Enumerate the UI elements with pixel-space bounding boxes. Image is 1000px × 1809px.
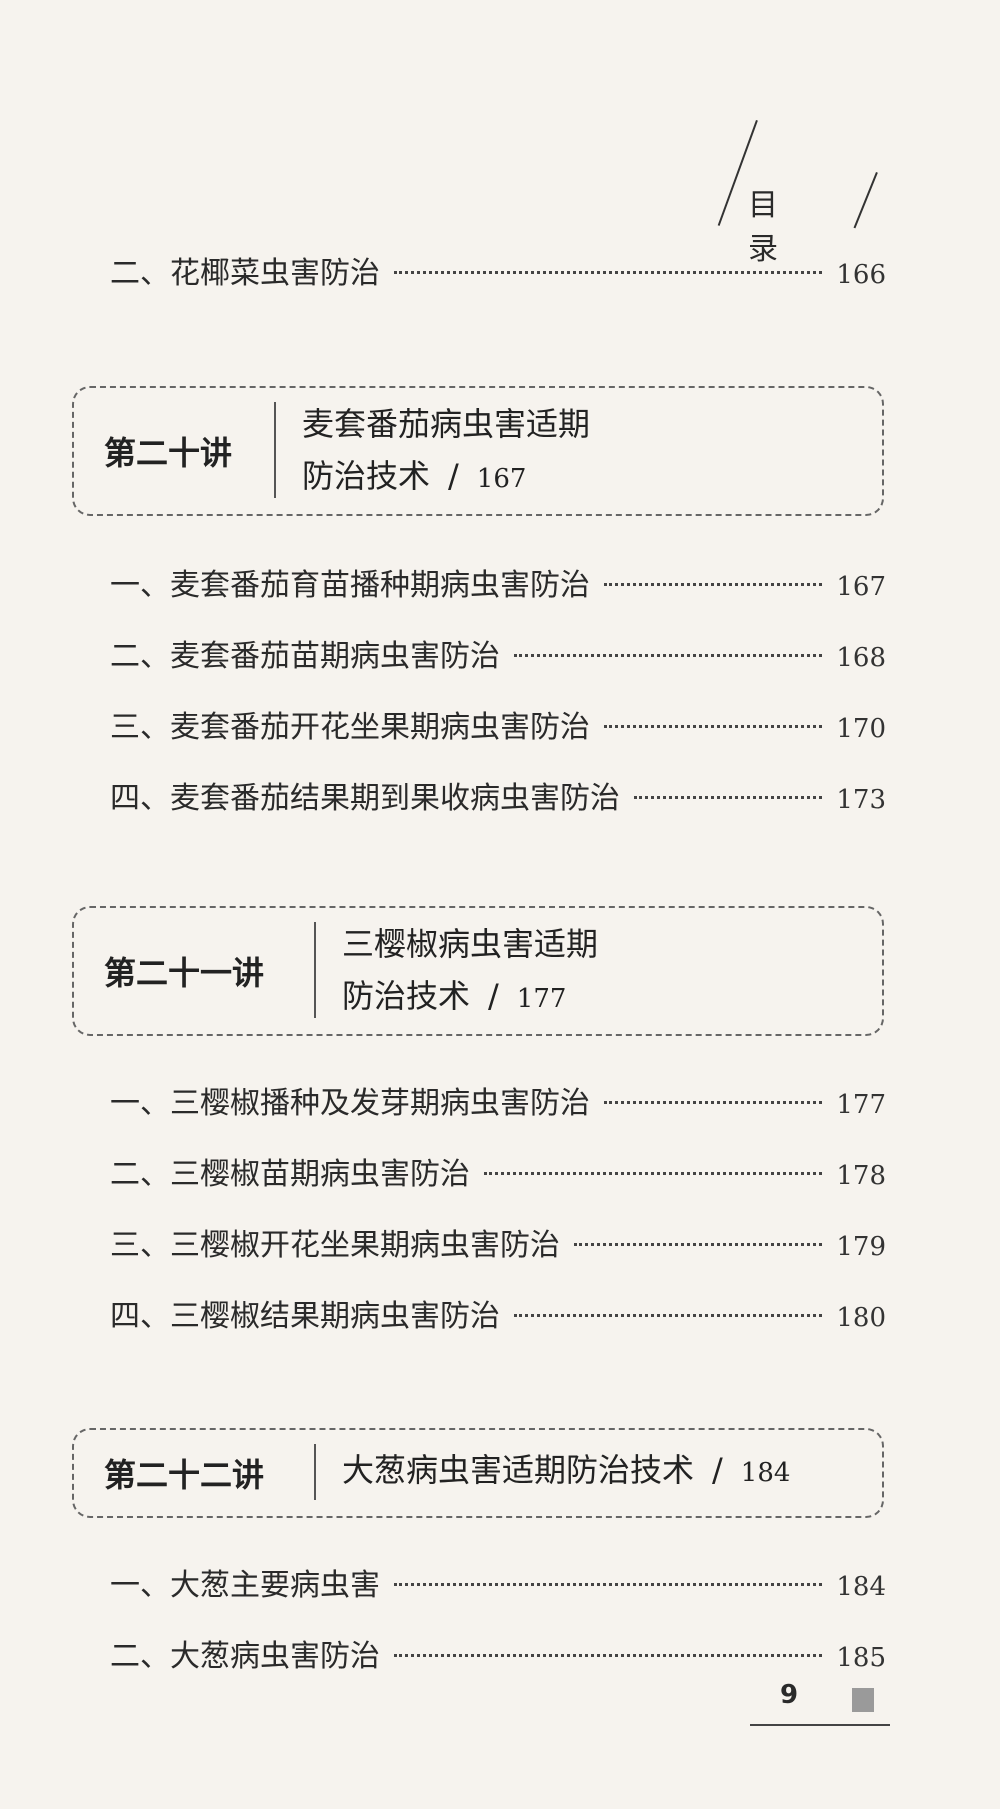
chapter-heading-20[interactable]: 第二十讲 麦套番茄病虫害适期 防治技术 / 167: [72, 386, 884, 516]
toc-entry[interactable]: 一、三樱椒播种及发芽期病虫害防治 177: [110, 1078, 886, 1124]
chapter-divider: [314, 922, 316, 1018]
entry-label: 二、大葱病虫害防治: [110, 1639, 380, 1674]
chapter-separator: /: [488, 977, 499, 1015]
dot-leader: [484, 1171, 823, 1175]
toc-entry[interactable]: 二、三樱椒苗期病虫害防治 178: [110, 1149, 886, 1195]
toc-entry[interactable]: 一、麦套番茄育苗播种期病虫害防治 167: [110, 560, 886, 606]
entry-label: 一、三樱椒播种及发芽期病虫害防治: [110, 1086, 590, 1121]
chapter-title-line: 大葱病虫害适期防治技术 / 184: [342, 1444, 790, 1499]
chapter-separator: /: [712, 1451, 723, 1489]
chapter-page: 184: [740, 1458, 791, 1488]
toc-entry[interactable]: 四、麦套番茄结果期到果收病虫害防治 173: [110, 773, 886, 819]
toc-entry[interactable]: 一、大葱主要病虫害 184: [110, 1560, 886, 1606]
entry-page: 167: [836, 572, 886, 602]
entry-page: 179: [836, 1232, 886, 1262]
entry-label: 二、麦套番茄苗期病虫害防治: [110, 639, 500, 674]
entry-page: 178: [836, 1161, 886, 1191]
chapter-number: 第二十二讲: [104, 1456, 265, 1494]
chapter-number: 第二十一讲: [104, 954, 265, 992]
chapter-title-line1: 三樱椒病虫害适期: [342, 925, 599, 963]
toc-entry[interactable]: 二、大葱病虫害防治 185: [110, 1631, 886, 1677]
chapter-page: 167: [476, 464, 527, 494]
dot-leader: [604, 582, 823, 586]
entry-label: 一、麦套番茄育苗播种期病虫害防治: [110, 568, 590, 603]
running-header: 目 录: [700, 120, 890, 267]
toc-entry[interactable]: 二、麦套番茄苗期病虫害防治 168: [110, 631, 886, 677]
chapter-title-line2-text: 防治技术: [302, 457, 431, 495]
dot-leader: [634, 795, 823, 799]
page-number: 9: [780, 1680, 799, 1710]
entry-page: 173: [836, 785, 886, 815]
chapter-title: 麦套番茄病虫害适期 防治技术 / 167: [302, 398, 590, 505]
footer-marker: [852, 1688, 874, 1712]
toc-entry[interactable]: 二、花椰菜虫害防治 166: [110, 248, 886, 294]
chapter-title: 大葱病虫害适期防治技术 / 184: [342, 1444, 790, 1499]
dot-leader: [394, 1653, 823, 1657]
dot-leader: [514, 1313, 823, 1317]
entry-label: 二、三樱椒苗期病虫害防治: [110, 1157, 470, 1192]
dot-leader: [394, 270, 823, 274]
dot-leader: [604, 724, 823, 728]
entry-page: 177: [836, 1090, 886, 1120]
toc-entry[interactable]: 三、三樱椒开花坐果期病虫害防治 179: [110, 1220, 886, 1266]
footer-rule: [750, 1724, 890, 1726]
chapter-separator: /: [448, 457, 459, 495]
chapter-title: 三樱椒病虫害适期 防治技术 / 177: [342, 918, 598, 1025]
entry-page: 184: [836, 1572, 886, 1602]
entry-page: 180: [836, 1303, 886, 1333]
entry-label: 三、三樱椒开花坐果期病虫害防治: [110, 1228, 560, 1263]
entry-page: 168: [836, 643, 886, 673]
chapter-divider: [274, 402, 276, 498]
chapter-number: 第二十讲: [104, 434, 233, 472]
dot-leader: [394, 1582, 823, 1586]
dot-leader: [574, 1242, 823, 1246]
entry-label: 二、花椰菜虫害防治: [110, 256, 380, 291]
chapter-title-line1: 大葱病虫害适期防治技术: [342, 1451, 695, 1489]
chapter-page: 177: [516, 984, 567, 1014]
entry-page: 170: [836, 714, 886, 744]
entry-label: 四、麦套番茄结果期到果收病虫害防治: [110, 781, 620, 816]
entry-page: 166: [836, 260, 886, 290]
entry-label: 一、大葱主要病虫害: [110, 1568, 380, 1603]
entry-page: 185: [836, 1643, 886, 1673]
chapter-title-line2: 防治技术 / 177: [342, 970, 598, 1025]
dot-leader: [604, 1100, 823, 1104]
chapter-title-line2-text: 防治技术: [342, 977, 471, 1015]
chapter-divider: [314, 1444, 316, 1500]
entry-label: 四、三樱椒结果期病虫害防治: [110, 1299, 500, 1334]
section-title: 目 录: [748, 188, 804, 267]
toc-entry[interactable]: 三、麦套番茄开花坐果期病虫害防治 170: [110, 702, 886, 748]
entry-label: 三、麦套番茄开花坐果期病虫害防治: [110, 710, 590, 745]
toc-entry[interactable]: 四、三樱椒结果期病虫害防治 180: [110, 1291, 886, 1337]
chapter-heading-21[interactable]: 第二十一讲 三樱椒病虫害适期 防治技术 / 177: [72, 906, 884, 1036]
dot-leader: [514, 653, 823, 657]
chapter-heading-22[interactable]: 第二十二讲 大葱病虫害适期防治技术 / 184: [72, 1428, 884, 1518]
chapter-title-line1: 麦套番茄病虫害适期: [302, 405, 591, 443]
chapter-title-line2: 防治技术 / 167: [302, 450, 590, 505]
